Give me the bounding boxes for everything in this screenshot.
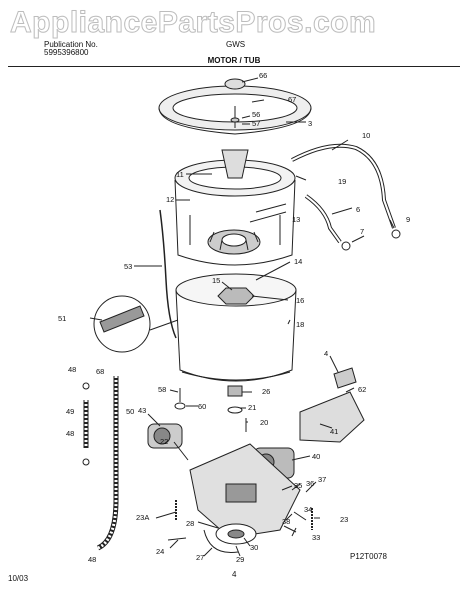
part-label-14[interactable]: 14 bbox=[294, 257, 302, 266]
part-label-19[interactable]: 19 bbox=[338, 177, 346, 186]
part-label-6[interactable]: 6 bbox=[356, 205, 360, 214]
part-label-38[interactable]: 38 bbox=[282, 517, 290, 526]
part-label-24[interactable]: 24 bbox=[156, 547, 164, 556]
footer-date: 10/03 bbox=[8, 574, 29, 583]
part-label-50[interactable]: 50 bbox=[126, 407, 134, 416]
part-label-10[interactable]: 10 bbox=[362, 131, 370, 140]
part-label-3[interactable]: 3 bbox=[308, 119, 312, 128]
part-label-68[interactable]: 68 bbox=[96, 367, 104, 376]
diagram-title: MOTOR / TUB bbox=[207, 56, 261, 65]
part-label-37[interactable]: 37 bbox=[318, 475, 326, 484]
part-label-34[interactable]: 34 bbox=[304, 505, 312, 514]
part-label-60[interactable]: 60 bbox=[198, 402, 206, 411]
part-label-27[interactable]: 27 bbox=[196, 553, 204, 562]
title-rule bbox=[8, 66, 460, 67]
figure-code: P12T0078 bbox=[350, 552, 387, 561]
watermark-text: AppliancePartsPros.com bbox=[10, 6, 377, 40]
part-label-26[interactable]: 26 bbox=[262, 387, 270, 396]
part-label-23a[interactable]: 23A bbox=[136, 513, 149, 522]
drain-pump bbox=[147, 423, 183, 449]
part-label-56[interactable]: 56 bbox=[252, 110, 260, 119]
part-label-22[interactable]: 22 bbox=[160, 437, 168, 446]
part-label-51[interactable]: 51 bbox=[58, 314, 66, 323]
part-label-48-bottom[interactable]: 48 bbox=[88, 555, 96, 564]
part-label-43[interactable]: 43 bbox=[138, 406, 146, 415]
model-number: GWS bbox=[226, 40, 246, 49]
part-label-9[interactable]: 9 bbox=[406, 215, 410, 224]
agitator-base bbox=[207, 229, 261, 255]
part-label-33[interactable]: 33 bbox=[312, 533, 320, 542]
part-label-20[interactable]: 20 bbox=[260, 418, 268, 427]
part-label-53[interactable]: 53 bbox=[124, 262, 132, 271]
detail-callout bbox=[93, 295, 179, 353]
part-label-66[interactable]: 66 bbox=[259, 71, 267, 80]
part-label-49[interactable]: 49 bbox=[66, 407, 74, 416]
part-label-4[interactable]: 4 bbox=[324, 349, 328, 358]
page-number: 4 bbox=[232, 570, 237, 579]
part-label-36[interactable]: 36 bbox=[306, 479, 314, 488]
wash-basket bbox=[174, 149, 296, 266]
part-label-62[interactable]: 62 bbox=[358, 385, 366, 394]
part-label-67[interactable]: 67 bbox=[288, 95, 296, 104]
part-label-7[interactable]: 7 bbox=[360, 227, 364, 236]
part-label-16[interactable]: 16 bbox=[296, 296, 304, 305]
part-label-11[interactable]: 11 bbox=[176, 170, 184, 179]
part-label-28[interactable]: 28 bbox=[186, 519, 194, 528]
publication-number: 5995396800 bbox=[44, 48, 89, 57]
part-label-48-top[interactable]: 48 bbox=[68, 365, 76, 374]
part-label-48-mid[interactable]: 48 bbox=[66, 429, 74, 438]
part-label-18[interactable]: 18 bbox=[296, 320, 304, 329]
part-label-35[interactable]: 35 bbox=[294, 481, 302, 490]
part-label-21[interactable]: 21 bbox=[248, 403, 256, 412]
part-label-57[interactable]: 57 bbox=[252, 119, 260, 128]
part-label-58[interactable]: 58 bbox=[158, 385, 166, 394]
part-label-41[interactable]: 41 bbox=[330, 427, 338, 436]
part-label-40[interactable]: 40 bbox=[312, 452, 320, 461]
part-label-30[interactable]: 30 bbox=[250, 543, 258, 552]
publication-label: Publication No. bbox=[44, 40, 98, 49]
part-label-29[interactable]: 29 bbox=[236, 555, 244, 564]
part-label-23[interactable]: 23 bbox=[340, 515, 348, 524]
part-label-13[interactable]: 13 bbox=[292, 215, 300, 224]
part-label-12[interactable]: 12 bbox=[166, 195, 174, 204]
part-label-15[interactable]: 15 bbox=[212, 276, 220, 285]
